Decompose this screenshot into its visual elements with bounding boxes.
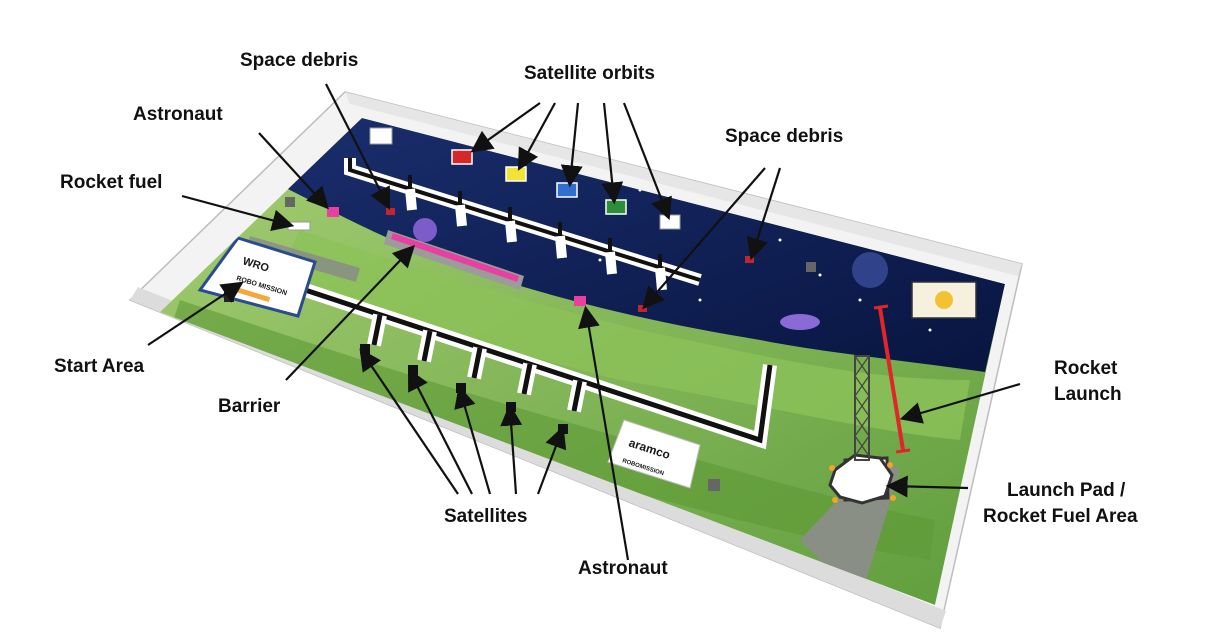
orbit-green [605,199,627,215]
astronaut [574,296,586,306]
satellite-marker [408,365,418,375]
label-rocket-fuel: Rocket fuel [60,172,162,193]
orbit-white-top [369,127,393,145]
label-astronaut-bottom: Astronaut [578,558,668,579]
label-satellite-orbits: Satellite orbits [524,63,655,84]
launch-pad-octagon [828,453,894,505]
planet-icon [852,252,888,288]
orbit-blue [556,182,578,198]
label-space-debris-right: Space debris [725,126,843,147]
label-rocket-launch-1: Rocket [1054,358,1118,379]
orbit-yellow [505,166,527,182]
annotation-arrows [147,83,1021,561]
space-debris [745,256,754,263]
planet-icon [780,314,820,330]
lower-track [287,278,777,450]
label-barrier: Barrier [218,396,281,417]
label-astronaut-top: Astronaut [133,104,223,125]
space-region [280,118,1005,372]
rocket-launch-bar [878,307,905,451]
label-launch-pad-2: Rocket Fuel Area [983,506,1138,527]
label-start-area: Start Area [54,356,145,377]
barrier-pink [391,233,519,282]
planet-icon [413,218,437,242]
label-satellites: Satellites [444,506,527,527]
orbit-white [659,214,681,230]
astronaut [327,207,339,217]
orbit-red [451,149,473,165]
sponsor-panel: aramco ROBOMISSION [607,419,701,489]
label-space-debris-top: Space debris [240,50,358,71]
label-rocket-launch-2: Launch [1054,384,1122,405]
satellite-marker [558,424,568,434]
upper-track [344,158,702,291]
label-launch-pad-1: Launch Pad / [1007,480,1126,501]
space-debris [386,208,395,215]
rocket-fuel [287,221,311,231]
